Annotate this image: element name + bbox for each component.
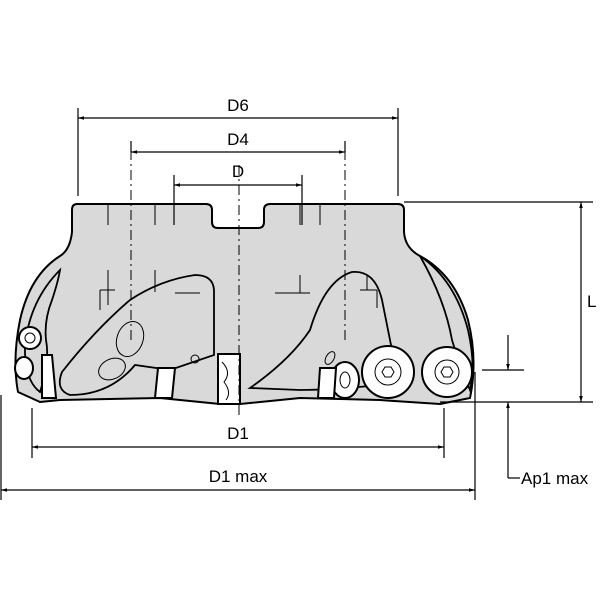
dimension-l: L <box>404 201 596 403</box>
label-d1max: D1 max <box>209 467 268 486</box>
inserts <box>14 326 473 405</box>
label-d6: D6 <box>227 96 249 115</box>
label-l: L <box>587 292 596 311</box>
hidden-lines <box>99 204 378 310</box>
label-ap1max: Ap1 max <box>521 469 589 488</box>
dimension-d: D <box>173 162 303 225</box>
cutter-body <box>14 203 475 405</box>
label-d: D <box>232 162 244 181</box>
dimension-d6: D6 <box>77 96 399 196</box>
label-d4: D4 <box>227 130 249 149</box>
label-d1: D1 <box>227 424 249 443</box>
round-insert-icon <box>361 345 415 399</box>
dimension-d1: D1 <box>31 408 445 458</box>
dimension-d4: D4 <box>130 130 346 154</box>
dimension-d1max: D1 max <box>0 372 476 500</box>
dimension-ap1max: Ap1 max <box>482 335 589 488</box>
round-insert-icon <box>421 346 473 398</box>
